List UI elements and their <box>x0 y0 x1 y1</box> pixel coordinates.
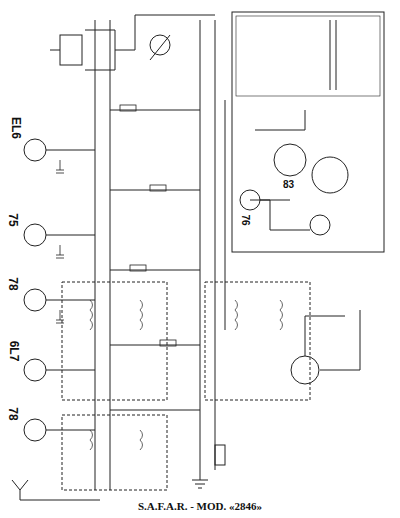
fuse-socket <box>310 215 330 235</box>
wire <box>50 15 215 50</box>
component-symbol <box>56 105 176 346</box>
tube-label: 76 <box>240 213 250 226</box>
caption: S.A.F.A.R. - MOD. «2846» <box>138 500 262 512</box>
bus-wire <box>95 20 225 490</box>
wire <box>46 110 200 430</box>
power-transformer-frame <box>236 16 380 96</box>
if-transformer <box>62 282 310 490</box>
tube-label: 78 <box>7 276 19 291</box>
socket <box>312 157 348 193</box>
power-transformer-core <box>330 20 336 90</box>
tube <box>240 190 260 210</box>
wire <box>260 200 360 370</box>
tube-label: 83 <box>282 180 295 190</box>
power-frame <box>232 12 384 252</box>
coil-symbol <box>90 300 283 450</box>
tube-label: 75 <box>7 212 19 227</box>
tube-label: EL6 <box>10 116 22 140</box>
wire <box>250 110 310 230</box>
ground <box>192 470 208 488</box>
tube-label: 6L7 <box>8 340 20 363</box>
rectifier-tube <box>274 144 306 176</box>
speaker <box>291 356 319 384</box>
tube-label: 78 <box>7 406 19 421</box>
tube <box>24 139 46 441</box>
pilot-lamp <box>215 445 225 465</box>
output-transformer <box>60 35 82 65</box>
antenna <box>12 480 100 500</box>
wire <box>150 35 170 60</box>
